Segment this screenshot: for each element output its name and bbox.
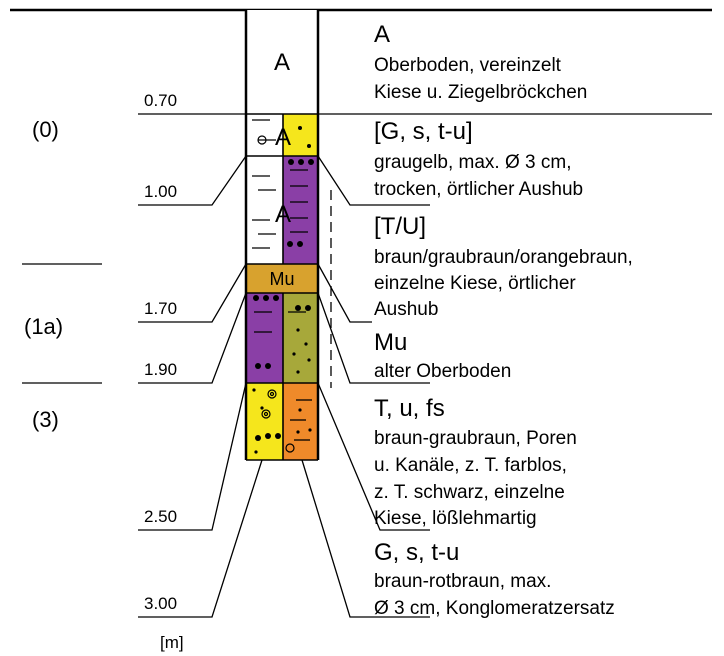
layer-A-white-left-2 (246, 156, 283, 264)
layer-boundaries (246, 113, 318, 461)
layer-A-topsoil (246, 10, 318, 114)
description-block-G-s-t-u-lower: G, s, t-u braun-rotbraun, max. Ø 3 cm, K… (374, 539, 615, 619)
depth-label-2-50: 2.50 (144, 507, 177, 526)
description-title: [T/U] (374, 213, 426, 240)
depth-leaders (138, 113, 263, 618)
column-code-A-top: A (274, 49, 290, 76)
description-line: braun-graubraun, Poren (374, 428, 577, 449)
unit-label-0: (0) (32, 117, 59, 142)
hatching-dashes (252, 119, 312, 441)
depth-label-1-90: 1.90 (144, 360, 177, 379)
description-line: graugelb, max. Ø 3 cm, (374, 152, 571, 173)
description-line: Kiese, lößlehmartig (374, 508, 537, 529)
layer-T-purple (246, 293, 283, 383)
layer-G-yellow-lower (246, 383, 283, 460)
description-line: braun-rotbraun, max. (374, 571, 551, 592)
description-block-T-u-fs: T, u, fs braun-graubraun, Poren u. Kanäl… (374, 395, 577, 529)
description-title: A (374, 21, 390, 48)
layer-A-white-left (246, 114, 283, 156)
depth-label-0-70: 0.70 (144, 91, 177, 110)
layer-G-orange (283, 383, 318, 460)
layer-Mu-ochre (246, 264, 318, 293)
column-code-A-middle: A (275, 124, 291, 151)
layer-G-yellow (283, 114, 318, 156)
pebble-circles (257, 135, 295, 453)
description-block-Mu: Mu alter Oberboden (374, 329, 511, 382)
description-block-T-U: [T/U] braun/graubraun/orangebraun, einze… (374, 213, 633, 320)
description-line: alter Oberboden (374, 361, 511, 382)
column-code-Mu: Mu (269, 269, 294, 289)
description-title: Mu (374, 329, 407, 356)
description-line: braun/graubraun/orangebraun, (374, 247, 633, 268)
depth-label-3-00: 3.00 (144, 594, 177, 613)
unit-label-3: (3) (32, 407, 59, 432)
description-block-G-s-t-u: [G, s, t-u] graugelb, max. Ø 3 cm, trock… (374, 118, 583, 200)
description-line: u. Kanäle, z. T. farblos, (374, 455, 567, 476)
description-line: Oberboden, vereinzelt (374, 55, 562, 76)
depth-label-1-00: 1.00 (144, 182, 177, 201)
description-leaders (301, 113, 712, 618)
description-line: einzelne Kiese, örtlicher (374, 273, 576, 294)
unit-label-1a: (1a) (24, 314, 63, 339)
gravel-symbols (252, 126, 314, 454)
description-line: z. T. schwarz, einzelne (374, 482, 565, 503)
column-code-A-lower: A (275, 201, 291, 228)
description-line: Kiese u. Ziegelbröckchen (374, 82, 587, 103)
description-title: G, s, t-u (374, 539, 459, 566)
depth-label-1-70: 1.70 (144, 299, 177, 318)
description-line: trocken, örtlicher Aushub (374, 179, 583, 200)
soil-column: A A A Mu (244, 10, 320, 461)
description-block-A: A Oberboden, vereinzelt Kiese u. Ziegelb… (374, 21, 587, 103)
description-line: Ø 3 cm, Konglomeratzersatz (374, 598, 615, 619)
unit-label: [m] (160, 633, 184, 652)
description-title: T, u, fs (374, 395, 445, 422)
description-line: Aushub (374, 299, 438, 320)
description-title: [G, s, t-u] (374, 118, 473, 145)
